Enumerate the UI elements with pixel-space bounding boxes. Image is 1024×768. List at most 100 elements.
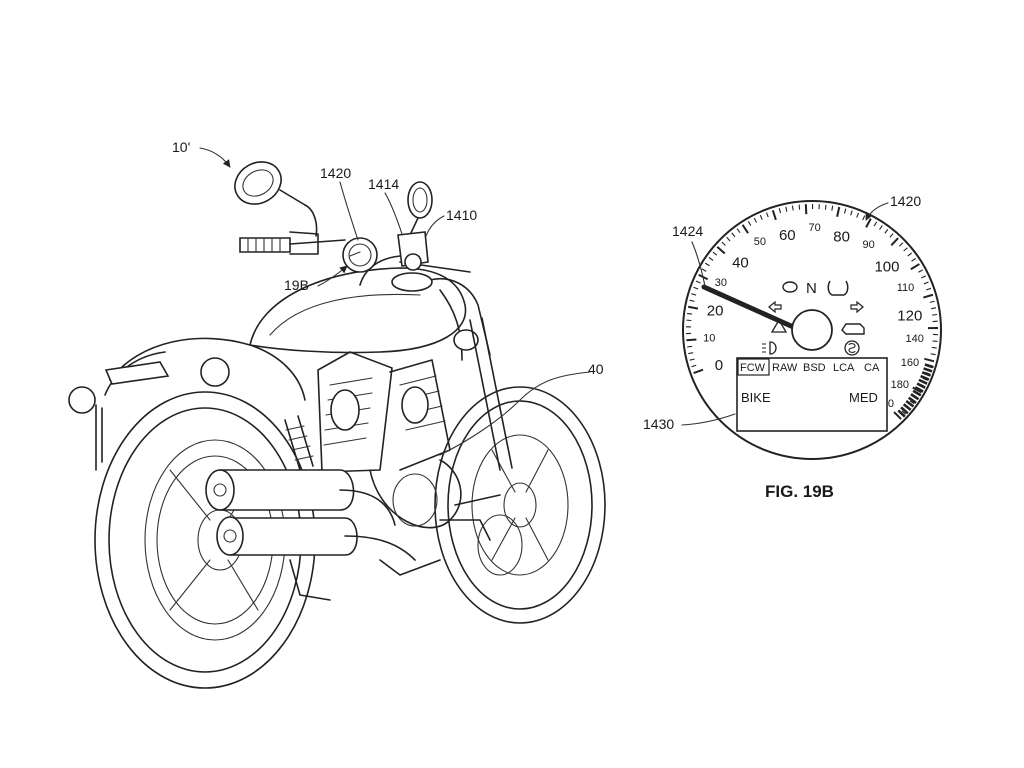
gauge-minor-tick <box>907 252 913 257</box>
gauge-minor-tick <box>926 287 932 291</box>
front-wheel <box>434 386 606 624</box>
gauge-hub <box>791 309 833 351</box>
gauge-scale-label: 110 <box>897 282 915 294</box>
gauge-redline-tick <box>910 393 920 401</box>
gauge-ticks <box>686 203 938 420</box>
left-mirror <box>234 161 306 206</box>
gauge-major-tick <box>693 368 704 375</box>
gauge-minor-tick <box>879 225 883 230</box>
gauge-scale-label: 100 <box>874 258 899 275</box>
speedometer-gauge: 0102030405060708090100110120140160180200… <box>682 200 942 460</box>
gauge-scale-label: 160 <box>901 357 919 369</box>
gauge-redline-tick <box>921 371 932 377</box>
gauge-scale: 0102030405060708090100110120140160180200 <box>703 222 924 410</box>
ref-mirror-leader <box>384 192 403 235</box>
gauge-minor-tick <box>901 410 907 415</box>
gauge-scale-label: 10 <box>703 332 715 344</box>
gauge-scale-label: 30 <box>715 277 727 289</box>
indicator-icons: N <box>762 280 865 356</box>
gauge-minor-tick <box>856 212 860 218</box>
lcd-display: FCW RAW BSD LCA CA BIKE MED <box>736 357 888 432</box>
motorcycle-drawing <box>68 161 606 689</box>
right-turn-icon <box>850 300 864 314</box>
display-tab-fcw: FCW <box>740 362 766 374</box>
left-turn-icon <box>768 300 782 314</box>
engine-oil-icon <box>782 281 798 293</box>
ref-display: 1430 <box>643 416 674 432</box>
headlight-icon <box>762 341 777 355</box>
gauge-scale-label: 120 <box>897 308 922 325</box>
gauge-minor-tick <box>903 247 908 252</box>
gauge-redline-tick <box>920 374 930 381</box>
ref-gauge-detail-arrow <box>865 202 889 221</box>
gauge-scale-label: 80 <box>833 229 850 246</box>
ref-mirror: 1414 <box>368 176 399 192</box>
gauge-minor-tick <box>691 364 697 368</box>
gauge-redline-tick <box>912 389 922 397</box>
gauge-minor-tick <box>701 268 707 272</box>
ref-assembly: 10' <box>172 139 190 155</box>
gauge-scale-label: 90 <box>862 239 874 251</box>
ref-needle: 1424 <box>672 223 703 239</box>
gauge-minor-tick <box>688 352 694 355</box>
gauge-major-tick <box>716 246 726 255</box>
gauge-major-tick <box>924 357 935 363</box>
display-bike-label: BIKE <box>741 390 771 405</box>
ref-section-leader <box>317 265 348 287</box>
gauge-scale-label: 140 <box>905 333 923 345</box>
neutral-indicator: N <box>806 280 817 297</box>
gauge-minor-tick <box>704 262 710 267</box>
gauge-minor-tick <box>689 358 695 361</box>
gauge-minor-tick <box>791 205 794 211</box>
gauge-redline-tick <box>924 363 934 369</box>
gauge-minor-tick <box>691 293 697 296</box>
gauge-minor-tick <box>693 286 699 290</box>
gauge-minor-tick <box>918 269 923 273</box>
cruise-control-icon <box>844 340 860 356</box>
gauge-major-tick <box>910 263 920 271</box>
display-tab-ca: CA <box>864 362 880 374</box>
ref-control: 1410 <box>446 207 477 223</box>
gauge-minor-tick <box>708 257 714 261</box>
gauge-major-tick <box>771 209 777 221</box>
gauge-scale-label: 50 <box>754 236 766 248</box>
display-tab-raw: RAW <box>772 362 798 374</box>
ref-gauge-leader <box>339 181 359 241</box>
gauge-minor-tick <box>923 281 929 285</box>
ref-gauge-motorcycle: 1420 <box>320 165 351 181</box>
gauge-redline-tick <box>916 382 926 389</box>
gauge-major-tick <box>836 206 841 217</box>
gauge-minor-tick <box>909 400 915 405</box>
gauge-major-tick <box>923 293 934 299</box>
ref-needle-leader <box>691 241 706 287</box>
handlebar <box>239 204 471 273</box>
figure-caption: FIG. 19B <box>765 482 834 501</box>
ref-section: 19B <box>284 277 309 293</box>
display-tab-bsd: BSD <box>803 362 826 374</box>
gauge-minor-tick <box>843 208 847 214</box>
gauge-minor-tick <box>850 210 853 216</box>
gauge-scale-label: 40 <box>732 255 749 272</box>
gauge-minor-tick <box>712 251 718 256</box>
ref-control-leader <box>425 215 445 237</box>
tire-pressure-icon <box>827 280 849 296</box>
gauge-minor-tick <box>747 221 752 226</box>
gauge-major-tick <box>893 411 902 420</box>
gauge-minor-tick <box>831 205 834 211</box>
gauge-labels: 1420 1424 1430 <box>643 193 921 432</box>
gauge-redline-tick <box>914 386 924 393</box>
gauge-minor-tick <box>930 353 936 356</box>
gauge-minor-tick <box>785 206 788 212</box>
gauge-minor-tick <box>911 257 916 262</box>
display-med-label: MED <box>849 390 878 405</box>
ref-assembly-arrow <box>199 147 231 168</box>
gauge-redline-tick <box>897 409 906 418</box>
gauge-redline-tick <box>923 367 933 373</box>
gauge-scale-label: 70 <box>809 222 821 234</box>
gauge-major-tick <box>912 386 922 394</box>
fcw-tab-highlight <box>737 358 770 376</box>
display-tab-lca: LCA <box>833 362 855 374</box>
gauge-redline-tick <box>918 378 928 385</box>
gauge-minor-tick <box>778 208 782 214</box>
gauge-scale-label: 60 <box>779 227 796 244</box>
